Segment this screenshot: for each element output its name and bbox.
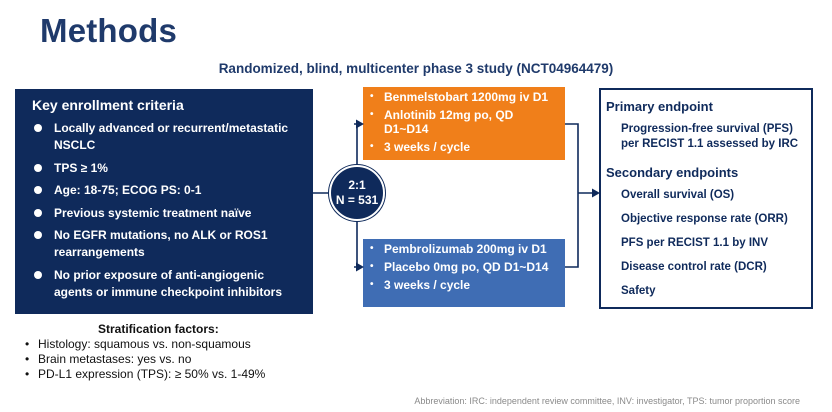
criteria-item: Previous systemic treatment naïve — [32, 205, 303, 222]
secondary-endpoint-item: Objective response rate (ORR) — [621, 213, 788, 225]
control-arm-box: • Pembrolizumab 200mg iv D1 • Placebo 0mg … — [363, 239, 565, 307]
primary-endpoint-heading: Primary endpoint — [606, 99, 713, 114]
endpoints-box: Primary endpoint Progression-free surviv… — [599, 88, 813, 309]
endpoint-arrowhead-icon — [592, 188, 600, 198]
stratification-title: Stratification factors: — [98, 322, 219, 336]
criteria-item: Locally advanced or recurrent/metastatic… — [32, 120, 303, 154]
criteria-item-text: Age: 18-75; ECOG PS: 0-1 — [54, 183, 202, 197]
arm-item-text: Placebo 0mg po, QD D1~D14 — [384, 260, 549, 274]
bullet-icon — [34, 124, 42, 132]
arm-item: • 3 weeks / cycle — [370, 278, 557, 292]
secondary-endpoints-list: Overall survival (OS) Objective response… — [606, 188, 811, 298]
criteria-item: Age: 18-75; ECOG PS: 0-1 — [32, 182, 303, 199]
criteria-item-text: TPS ≥ 1% — [54, 160, 108, 175]
arm-item: • Benmelstobart 1200mg iv D1 — [370, 90, 557, 104]
arm-item-text: Pembrolizumab 200mg iv D1 — [384, 242, 547, 256]
bullet-icon — [34, 208, 42, 217]
bullet-icon — [34, 231, 42, 239]
bullet-icon — [34, 270, 42, 279]
enrollment-criteria-box: Key enrollment criteria Locally advanced… — [15, 89, 313, 314]
arm-item: • Anlotinib 12mg po, QD D1~D14 — [370, 108, 557, 136]
criteria-item-text: No prior exposure of anti-angiogenic age… — [54, 267, 283, 299]
arm-item: • Pembrolizumab 200mg iv D1 — [370, 242, 557, 256]
arm1-arrowhead-icon — [356, 119, 364, 129]
bullet-icon: • — [370, 261, 374, 272]
randomization-ratio: 2:1 — [348, 178, 366, 192]
bullet-icon: • — [370, 109, 374, 120]
bullet-icon — [34, 186, 42, 194]
arm-item-text: 3 weeks / cycle — [384, 140, 471, 154]
arm-item-text: Anlotinib 12mg po, QD D1~D14 — [384, 108, 514, 136]
primary-endpoint-text: Progression-free survival (PFS) per RECI… — [621, 123, 799, 150]
arm1-to-endpoint-line — [565, 123, 579, 268]
arm-item: • 3 weeks / cycle — [370, 140, 557, 154]
bullet-icon — [34, 163, 42, 172]
criteria-item: No prior exposure of anti-angiogenic age… — [32, 267, 303, 301]
abbreviation-footnote: Abbreviation: IRC: independent review co… — [414, 396, 800, 406]
bullet-icon: • — [370, 243, 374, 254]
control-arm-list: • Pembrolizumab 200mg iv D1 • Placebo 0mg … — [370, 242, 557, 292]
bullet-icon: • — [25, 352, 30, 366]
page-title: Methods — [40, 12, 178, 49]
randomizer-to-arm2-line — [354, 219, 358, 268]
arm2-arrowhead-icon — [356, 262, 364, 272]
secondary-endpoint-item: PFS per RECIST 1.1 by INV — [621, 237, 768, 249]
sample-size: N = 531 — [335, 193, 379, 207]
randomization-circle: 2:1 N = 531 — [329, 165, 385, 221]
criteria-item-text: Locally advanced or recurrent/metastatic… — [54, 121, 289, 152]
stratification-item: • PD-L1 expression (TPS): ≥ 50% vs. 1-49% — [25, 367, 265, 382]
arm-item: • Placebo 0mg po, QD D1~D14 — [370, 260, 557, 274]
experimental-arm-box: • Benmelstobart 1200mg iv D1 • Anlotinib 1… — [363, 87, 565, 160]
criteria-item-text: Previous systemic treatment naïve — [54, 205, 252, 220]
secondary-endpoint-item: Overall survival (OS) — [621, 189, 735, 201]
study-subtitle: Randomized, blind, multicenter phase 3 s… — [218, 61, 614, 76]
stratification-item-text: PD-L1 expression (TPS): ≥ 50% vs. 1-49% — [38, 367, 266, 381]
stratification-item: • Brain metastases: yes vs. no — [25, 352, 265, 367]
randomizer-to-arm1-line — [354, 123, 358, 167]
bullet-icon: • — [370, 279, 374, 290]
criteria-item-text: No EGFR mutations, no ALK or ROS1 rearra… — [54, 228, 268, 259]
bullet-icon: • — [25, 337, 30, 351]
secondary-endpoint-item: Safety — [621, 285, 656, 297]
bullet-icon: • — [370, 141, 374, 152]
bullet-icon: • — [25, 367, 30, 381]
stratification-item-text: Histology: squamous vs. non-squamous — [38, 337, 251, 351]
arm-item-text: Benmelstobart 1200mg iv D1 — [384, 90, 549, 104]
experimental-arm-list: • Benmelstobart 1200mg iv D1 • Anlotinib 1… — [370, 90, 557, 154]
stratification-item-text: Brain metastases: yes vs. no — [38, 352, 192, 366]
bullet-icon: • — [370, 91, 374, 102]
criteria-item: No EGFR mutations, no ALK or ROS1 rearra… — [32, 227, 303, 261]
criteria-title: Key enrollment criteria — [32, 97, 184, 113]
secondary-endpoints-heading: Secondary endpoints — [606, 165, 739, 180]
criteria-item: TPS ≥ 1% — [32, 160, 303, 177]
stratification-list: • Histology: squamous vs. non-squamous • B… — [25, 337, 265, 382]
arm-item-text: 3 weeks / cycle — [384, 278, 471, 292]
criteria-list: Locally advanced or recurrent/metastatic… — [32, 120, 303, 301]
stratification-item: • Histology: squamous vs. non-squamous — [25, 337, 265, 352]
secondary-endpoint-item: Disease control rate (DCR) — [621, 261, 767, 273]
